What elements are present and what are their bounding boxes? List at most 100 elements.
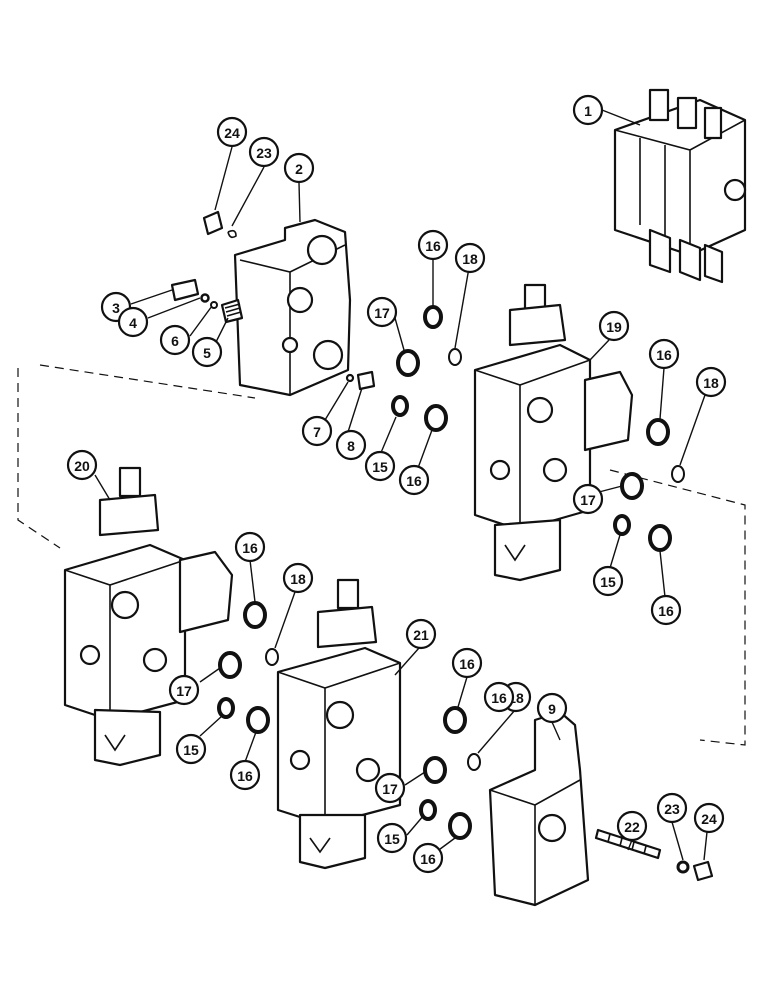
callout-circle (66, 449, 98, 481)
callout-circle (417, 229, 449, 261)
callout-number: 19 (606, 319, 622, 335)
callout-circle (282, 562, 314, 594)
callout-circle (175, 733, 207, 765)
callout-4: 4 (117, 306, 149, 338)
callout-16: 16 (648, 338, 680, 370)
callout-number: 20 (74, 458, 90, 474)
callout-circle (398, 464, 430, 496)
callout-number: 16 (656, 347, 672, 363)
callout-circle (656, 792, 688, 824)
callout-21: 21 (405, 618, 437, 650)
callout-15: 15 (376, 822, 408, 854)
callouts: 1242323465161817191618781516201715161618… (66, 94, 727, 874)
callout-6: 6 (159, 324, 191, 356)
tie-rod-hardware (594, 828, 714, 882)
callout-7: 7 (301, 415, 333, 447)
callout-number: 17 (382, 781, 398, 797)
callout-16: 16 (417, 229, 449, 261)
callout-circle (117, 306, 149, 338)
callout-number: 3 (112, 300, 120, 316)
callout-circle (283, 152, 315, 184)
callout-16: 16 (234, 531, 266, 563)
callout-number: 8 (347, 438, 355, 454)
callout-16: 16 (398, 464, 430, 496)
callout-number: 18 (462, 251, 478, 267)
fitting-parts (170, 210, 376, 391)
callout-number: 5 (203, 345, 211, 361)
callout-15: 15 (364, 450, 396, 482)
valve-section-21 (276, 578, 402, 870)
callout-number: 17 (176, 683, 192, 699)
callout-number: 9 (548, 701, 556, 717)
callout-circle (598, 310, 630, 342)
callout-circle (451, 647, 483, 679)
callout-number: 15 (183, 742, 199, 758)
callout-circle (572, 94, 604, 126)
callout-number: 16 (491, 690, 507, 706)
callout-9: 9 (536, 692, 568, 724)
callout-circle (335, 429, 367, 461)
callout-circle (483, 681, 515, 713)
callout-number: 23 (664, 801, 680, 817)
callout-16: 16 (650, 594, 682, 626)
callout-number: 6 (171, 333, 179, 349)
valve-assembly-1 (613, 88, 747, 284)
outlet-end-plate-9 (488, 710, 590, 907)
callout-circle (536, 692, 568, 724)
callout-circle (229, 759, 261, 791)
callout-number: 7 (313, 424, 321, 440)
callout-number: 17 (374, 305, 390, 321)
callout-23: 23 (656, 792, 688, 824)
callout-16: 16 (451, 647, 483, 679)
callout-circle (412, 842, 444, 874)
callout-number: 2 (295, 161, 303, 177)
callout-circle (374, 772, 406, 804)
callout-16: 16 (483, 681, 515, 713)
callout-22: 22 (616, 810, 648, 842)
callout-circle (454, 242, 486, 274)
callout-circle (168, 674, 200, 706)
callout-number: 21 (413, 627, 429, 643)
assembly-outline (17, 364, 746, 746)
callout-circle (216, 116, 248, 148)
callout-number: 18 (290, 571, 306, 587)
callout-number: 15 (372, 459, 388, 475)
callout-circle (191, 336, 223, 368)
callout-number: 16 (237, 768, 253, 784)
callout-circle (248, 136, 280, 168)
callout-number: 16 (459, 656, 475, 672)
callout-15: 15 (175, 733, 207, 765)
callout-number: 22 (624, 819, 640, 835)
callout-18: 18 (282, 562, 314, 594)
callout-number: 16 (420, 851, 436, 867)
callout-number: 4 (129, 315, 137, 331)
callout-circle (366, 296, 398, 328)
callout-number: 23 (256, 145, 272, 161)
callout-circle (572, 483, 604, 515)
callout-circle (616, 810, 648, 842)
callout-circle (301, 415, 333, 447)
callout-number: 17 (580, 492, 596, 508)
callout-circle (650, 594, 682, 626)
callout-number: 16 (425, 238, 441, 254)
callout-2: 2 (283, 152, 315, 184)
callout-19: 19 (598, 310, 630, 342)
leader-lines (94, 109, 708, 861)
callout-circle (695, 366, 727, 398)
callout-number: 16 (242, 540, 258, 556)
callout-5: 5 (191, 336, 223, 368)
callout-15: 15 (592, 565, 624, 597)
callout-number: 15 (384, 831, 400, 847)
callout-16: 16 (229, 759, 261, 791)
callout-number: 1 (584, 103, 592, 119)
callout-18: 18 (454, 242, 486, 274)
callout-circle (592, 565, 624, 597)
callout-20: 20 (66, 449, 98, 481)
callout-circle (693, 802, 725, 834)
callout-number: 16 (658, 603, 674, 619)
callout-8: 8 (335, 429, 367, 461)
callout-number: 16 (406, 473, 422, 489)
callout-circle (364, 450, 396, 482)
